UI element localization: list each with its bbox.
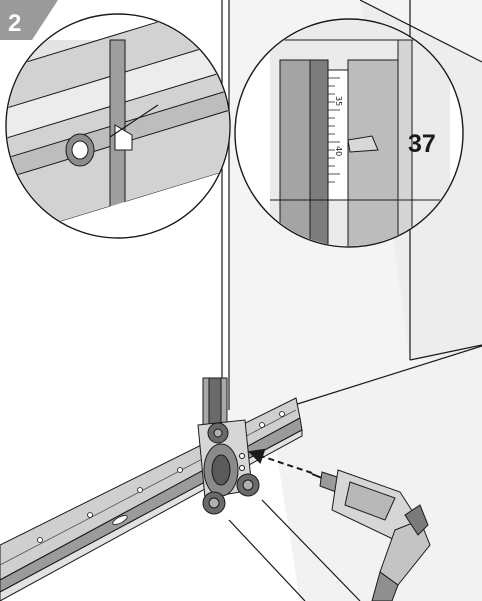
drill-direction-arrow <box>247 448 313 474</box>
scale-ticks <box>328 77 340 183</box>
drill-icon <box>311 469 431 601</box>
drawer-runner <box>0 397 303 601</box>
detail-circle-scale: 35 40 37 <box>234 18 464 248</box>
step-badge: 2 <box>0 0 58 40</box>
scale-tick-label-35: 35 <box>334 96 343 106</box>
runner-holes <box>37 411 285 543</box>
drilling-jig <box>197 377 260 515</box>
scale-tick-label-40: 40 <box>334 146 343 156</box>
step-number: 2 <box>8 10 21 37</box>
measurement-label: 37 <box>408 130 436 158</box>
